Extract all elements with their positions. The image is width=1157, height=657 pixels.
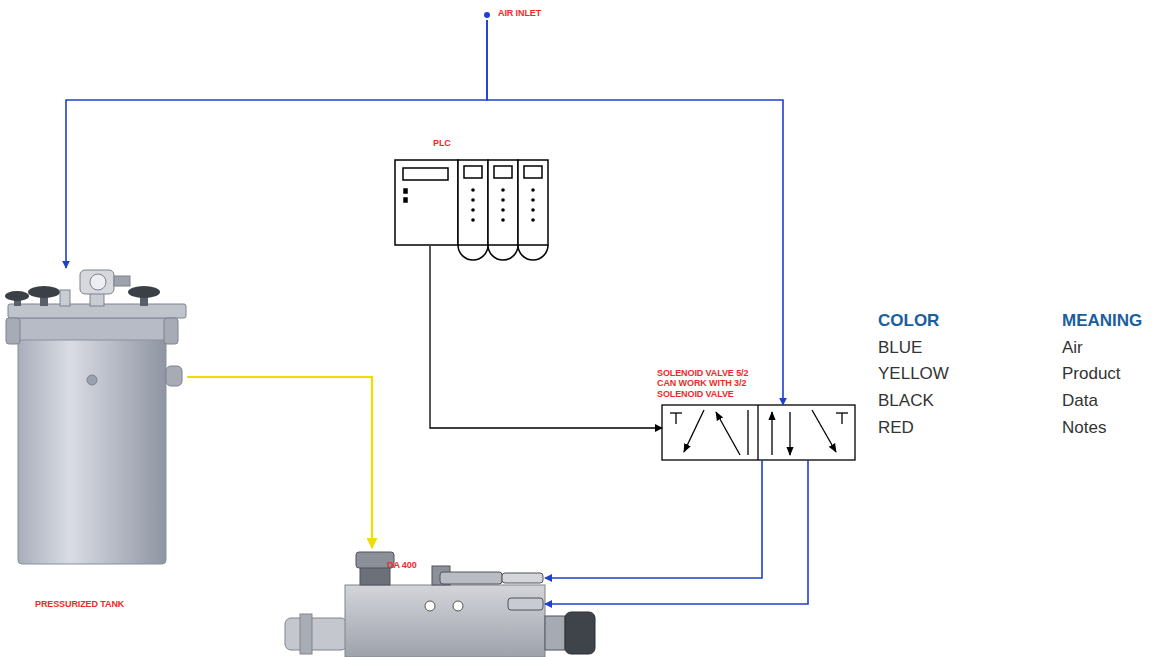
table-cell: Notes: [1062, 418, 1106, 438]
tank-drawing: [5, 270, 186, 564]
table-cell: Data: [1062, 391, 1098, 411]
air-line: [66, 20, 487, 268]
part-label: AIR INLET: [498, 8, 541, 18]
part-label: PRESSURIZED TANK: [35, 599, 124, 609]
table-cell: RED: [878, 418, 914, 438]
table-header: COLOR: [878, 311, 939, 331]
inlet-dot: [484, 12, 490, 18]
data-line: [430, 246, 662, 428]
table-cell: BLACK: [878, 391, 934, 411]
air-line: [487, 20, 783, 405]
table-cell: Air: [1062, 338, 1083, 358]
part-label: SOLENOID VALVE 5/2 CAN WORK WITH 3/2 SOL…: [657, 368, 769, 399]
table-cell: YELLOW: [878, 364, 949, 384]
air-line: [545, 460, 808, 604]
plc-unit: PLC: [395, 160, 548, 246]
plc-drawing: [395, 160, 548, 260]
table-header: MEANING: [1062, 311, 1142, 331]
table-cell: BLUE: [878, 338, 922, 358]
valve-symbol: [662, 405, 855, 460]
plc-leds: [471, 188, 535, 222]
part-label: PLC: [433, 138, 451, 148]
table-cell: Product: [1062, 364, 1121, 384]
air-line: [545, 460, 762, 578]
pressurized-tank: PRESSURIZED TANK: [5, 268, 187, 568]
solenoid-valve: SOLENOID VALVE 5/2 CAN WORK WITH 3/2 SOL…: [662, 405, 855, 460]
inlet-point: AIR INLET: [482, 10, 492, 20]
part-label: DA 400: [387, 560, 417, 570]
dispenser-valve: DA 400: [340, 548, 545, 657]
product-line: [187, 377, 372, 548]
